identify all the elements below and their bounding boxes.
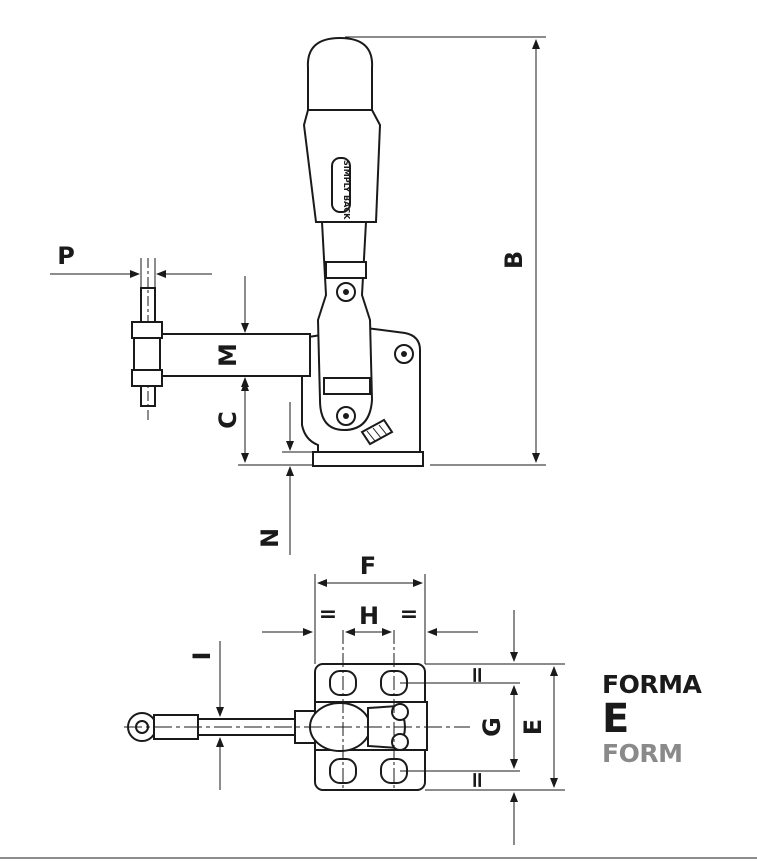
dimension-n-label: N [256, 528, 284, 548]
dimension-g-label: G [478, 717, 506, 737]
dimension-e-label: E [519, 719, 547, 735]
handle-brand-text: SIMPLY BACK [342, 160, 351, 220]
equal-mark-right-bottom: = [465, 771, 490, 789]
dimension-c-label: C [214, 411, 242, 429]
lock-tab [360, 418, 394, 446]
equal-mark-top-right: = [400, 602, 418, 627]
top-view: F H = = I G = = E [124, 552, 565, 845]
clamp-arm [159, 333, 311, 377]
handle-link [316, 221, 374, 432]
dimension-f-label: F [360, 552, 376, 580]
forma-text: FORMA [602, 670, 702, 699]
equal-mark-top-left: = [319, 602, 337, 627]
dimension-m-label: M [214, 343, 242, 367]
side-view: SIMPLY BACK B P M C [50, 36, 546, 555]
dimension-p-label: P [57, 242, 75, 270]
equal-mark-right-top: = [465, 666, 490, 684]
form-code: E [602, 696, 629, 742]
brand-plate [331, 157, 351, 213]
spindle-nut-top [131, 321, 163, 339]
spindle-nut-bottom [131, 369, 163, 387]
handle-grip [306, 36, 374, 111]
form-variant-label: FORMA E FORM [602, 672, 742, 766]
dimension-i-label: I [188, 652, 216, 661]
dimension-h-label: H [359, 602, 379, 630]
form-text: FORM [602, 739, 683, 768]
base-plate [312, 451, 424, 467]
dimension-b-label: B [500, 251, 528, 269]
